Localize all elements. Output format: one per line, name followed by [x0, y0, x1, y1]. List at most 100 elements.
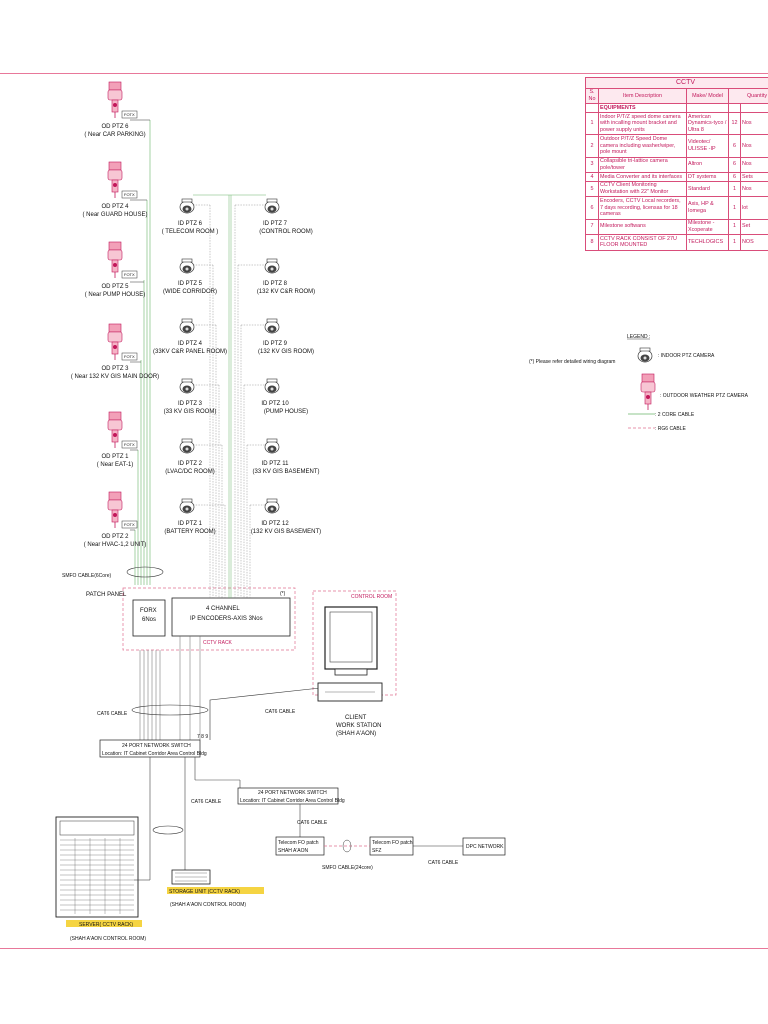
smfo-24-label: SMFO CABLE(24core) — [322, 865, 373, 871]
cell-make: Axis, HP & Iomega — [686, 196, 729, 220]
cell-unit: Set — [739, 218, 768, 235]
forx-label: FORX — [140, 608, 157, 614]
sheet-bottom-border — [0, 948, 768, 949]
legend-indoor-label: : INDOOR PTZ CAMERA — [658, 353, 715, 359]
fotx-box — [121, 270, 138, 279]
indoor-camera-icon — [264, 258, 280, 274]
fotx-label: FOTX — [124, 522, 135, 527]
cat6-telecom-label: CAT6 CABLE — [297, 820, 328, 826]
indoor-camera-name: ID PTZ 3 — [178, 401, 203, 407]
outdoor-camera-location: ( Near 132 KV GIS MAIN DOOR) — [71, 374, 159, 380]
section-equipments: EQUIPMENTS — [598, 103, 687, 113]
legend-rg6-label: : RG6 CABLE — [655, 426, 687, 432]
cell-qty: 1 — [728, 218, 741, 235]
indoor-camera-location: (33 KV GIS ROOM) — [164, 409, 217, 415]
fotx-label: FOTX — [124, 442, 135, 447]
indoor-camera-icon — [264, 438, 280, 454]
indoor-camera: ID PTZ 12(132 KV GIS BASEMENT) — [251, 498, 321, 535]
indoor-camera: ID PTZ 3 (33 KV GIS ROOM) — [164, 378, 217, 415]
indoor-camera-icon — [179, 498, 195, 514]
indoor-camera-name: ID PTZ 12 — [261, 521, 289, 527]
indoor-camera-location: (132 KV C&R ROOM) — [257, 289, 315, 295]
cell-description: Media Converter and its interfaces — [598, 172, 687, 182]
indoor-camera-name: ID PTZ 2 — [178, 461, 203, 467]
cell-sno: 5 — [585, 180, 599, 198]
cell-description: Milestone softwans — [598, 218, 687, 235]
server-label-1: SERVER( CCTV RACK) — [79, 922, 133, 928]
cell-sno: 6 — [585, 196, 599, 220]
wiring-note: (*) Please refer detailed wiring diagram — [529, 359, 615, 365]
fotx-box — [121, 352, 138, 361]
encoders-model-label: IP ENCODERS-AXIS 3Nos — [190, 616, 263, 622]
dpc-network-label: DPC NETWORK — [466, 844, 504, 850]
cell-sno: 3 — [585, 156, 599, 173]
encoders-title-label: 4 CHANNEL — [206, 606, 240, 612]
forx-count-label: 6Nos — [142, 617, 156, 623]
cell-description: Indoor P/T/Z speed dome camera with inca… — [598, 111, 687, 136]
outdoor-fiber-cables — [134, 120, 151, 585]
indoor-camera-icon — [179, 438, 195, 454]
cctv-equipment-table: CCTV S. No Item Description Make/ Model … — [584, 77, 768, 251]
outdoor-camera-icon — [107, 81, 123, 119]
client-label-2: WORK STATION — [336, 723, 381, 729]
cell-make: American Dynamics-tyco / Ultra 8 — [686, 111, 729, 136]
indoor-camera: ID PTZ 7(CONTROL ROOM) — [259, 198, 313, 235]
cell-description: Collapsible tri-lattice camera pole/towe… — [598, 156, 687, 173]
smfo-bundle-ellipse — [126, 566, 164, 578]
cell-make: Standard — [686, 180, 729, 198]
header-make: Make/ Model — [686, 87, 729, 105]
indoor-camera: ID PTZ 8(132 KV C&R ROOM) — [257, 258, 315, 295]
legend-outdoor-label: : OUTDOOR WEATHER PTZ CAMERA — [660, 393, 749, 399]
legend-2core-label: : 2 CORE CABLE — [655, 412, 695, 418]
cell-qty: 1 — [728, 196, 741, 220]
storage-label-2: (SHAH A'AON CONTROL ROOM) — [170, 902, 246, 908]
outdoor-camera-location: ( Near GUARD HOUSE) — [82, 212, 147, 218]
cell-qty: 1 — [728, 234, 741, 251]
outdoor-camera-icon — [107, 323, 123, 361]
table-body: 1 Indoor P/T/Z speed dome camera with inc… — [585, 111, 768, 251]
cat6-ellipse-left — [131, 704, 209, 716]
cell-make: TECHLOGICS — [686, 234, 729, 251]
client-label-3: (SHAH A'AON) — [336, 731, 376, 737]
cell-sno: 8 — [585, 234, 599, 251]
switch-to-client-cable — [209, 687, 321, 740]
cell-make: DT systems — [686, 172, 729, 182]
indoor-cable-bundle — [209, 205, 251, 598]
fotx-label: FOTX — [124, 192, 135, 197]
port-numbers-label: 7 8 9 — [197, 734, 208, 740]
indoor-camera-location: (WIDE CORRIDOR) — [163, 289, 217, 295]
outdoor-camera-name: OD PTZ 6 — [101, 124, 129, 130]
control-room-label: CONTROL ROOM — [351, 594, 392, 600]
indoor-camera-location: (33 KV GIS BASEMENT) — [252, 469, 319, 475]
indoor-camera-icon — [179, 198, 195, 214]
switch-2-box — [237, 787, 339, 805]
cell-unit: Nos — [739, 134, 768, 158]
header-description: Item Description — [598, 87, 687, 105]
cell-unit: Sets — [739, 172, 768, 182]
cell-make: Videotec/ ULISSE -IP — [686, 134, 729, 158]
switch1-down-cables — [149, 757, 241, 880]
indoor-camera-icon — [179, 318, 195, 334]
forx-box — [132, 599, 166, 637]
patch-panel-label: PATCH PANEL — [86, 592, 127, 598]
table-title: CCTV — [584, 77, 768, 89]
outdoor-camera-icon — [107, 161, 123, 199]
sheet-top-border — [0, 73, 768, 74]
storage-label-1: STORAGE UNIT (CCTV RACK) — [169, 889, 240, 895]
cat6-dpc-label: CAT6 CABLE — [428, 860, 459, 866]
switch-2-title: 24 PORT NETWORK SWITCH — [258, 790, 327, 796]
cell-sno: 4 — [585, 172, 599, 182]
smfo-cable-label: SMFO CABLE(6Core) — [62, 573, 112, 579]
indoor-camera: ID PTZ 5(WIDE CORRIDOR) — [163, 258, 217, 295]
